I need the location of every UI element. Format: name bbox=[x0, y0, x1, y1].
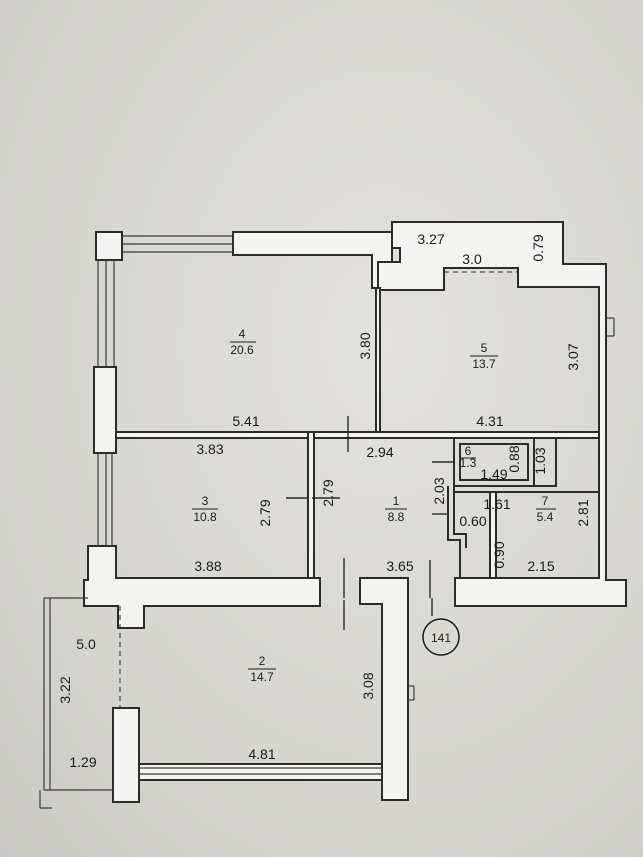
dim-balcony-left-depth: 1.29 bbox=[69, 754, 96, 770]
dim-bath-depth: 0.88 bbox=[506, 445, 522, 472]
dim-room4-height: 3.80 bbox=[357, 332, 373, 359]
dim-hall-top: 2.94 bbox=[366, 444, 393, 460]
dim-room7-bottom: 2.15 bbox=[527, 558, 554, 574]
room-6-area: 1.3 bbox=[460, 456, 477, 470]
room-3-area: 10.8 bbox=[193, 510, 217, 524]
dim-room2-width: 4.81 bbox=[248, 746, 275, 762]
room-4-number: 4 bbox=[239, 327, 246, 341]
room-2-number: 2 bbox=[259, 654, 266, 668]
dim-corridor-small: 0.60 bbox=[459, 513, 486, 529]
dim-wc-width: 1.61 bbox=[483, 496, 510, 512]
windows bbox=[39, 235, 615, 809]
exterior-walls bbox=[83, 221, 627, 803]
interior-walls bbox=[115, 271, 600, 708]
dim-room5-height: 3.07 bbox=[565, 343, 581, 370]
dim-hall-bottom: 3.65 bbox=[386, 558, 413, 574]
room-2-area: 14.7 bbox=[250, 670, 274, 684]
room-5-area: 13.7 bbox=[472, 357, 496, 371]
dim-hall-height: 2.79 bbox=[320, 479, 336, 506]
dim-room3-bottom: 3.88 bbox=[194, 558, 221, 574]
dim-balcony-left-len: 3.22 bbox=[57, 676, 73, 703]
dim-bath-side: 1.03 bbox=[532, 447, 548, 474]
dim-room3-height: 2.79 bbox=[257, 499, 273, 526]
dim-balcony-top-area: 3.0 bbox=[462, 251, 482, 267]
dim-room4-width: 5.41 bbox=[232, 413, 259, 429]
room-3-number: 3 bbox=[202, 494, 209, 508]
dim-balcony-left-area: 5.0 bbox=[76, 636, 96, 652]
dim-bath-width: 1.49 bbox=[480, 466, 507, 482]
apartment-number-circle bbox=[422, 618, 460, 656]
dimension-labels: 3.27 3.0 0.79 3.80 3.07 5.41 4.31 3.83 2… bbox=[57, 231, 591, 770]
dim-hall-mid: 2.03 bbox=[431, 477, 447, 504]
room-labels: 4 20.6 5 13.7 3 10.8 1 8.8 2 14.7 6 1.3 … bbox=[192, 327, 556, 684]
door-marks bbox=[286, 416, 454, 630]
room-1-number: 1 bbox=[393, 494, 400, 508]
dim-balcony-top-len: 3.27 bbox=[417, 231, 444, 247]
dim-corridor-depth: 0.90 bbox=[491, 541, 507, 568]
room-7-area: 5.4 bbox=[537, 510, 554, 524]
room-6-number: 6 bbox=[465, 444, 472, 458]
dim-room5-width: 4.31 bbox=[476, 413, 503, 429]
room-4-area: 20.6 bbox=[230, 343, 254, 357]
room-7-number: 7 bbox=[542, 494, 549, 508]
dim-room2-height: 3.08 bbox=[360, 672, 376, 699]
apartment-number: 141 bbox=[431, 631, 451, 645]
dim-room3-top: 3.83 bbox=[196, 441, 223, 457]
room-5-number: 5 bbox=[481, 341, 488, 355]
dim-room7-height: 2.81 bbox=[575, 499, 591, 526]
dim-balcony-top-depth: 0.79 bbox=[530, 234, 546, 261]
room-1-area: 8.8 bbox=[388, 510, 405, 524]
